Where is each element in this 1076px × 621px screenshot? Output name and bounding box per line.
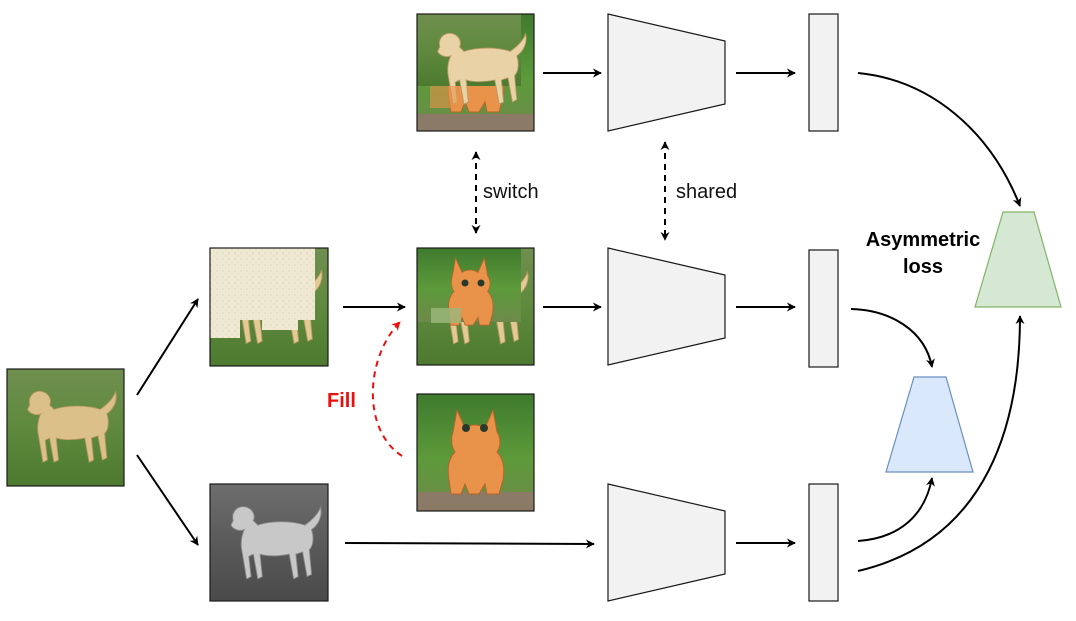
encoder-middle (607, 247, 726, 366)
predictor-head (885, 376, 974, 473)
masked-dog-image (209, 247, 329, 367)
filled-image (416, 247, 535, 366)
feature-top (808, 13, 839, 132)
encoder-top (607, 13, 726, 132)
asymmetric-loss-label-line2: loss (903, 256, 943, 278)
fill-arrow (371, 321, 403, 457)
switch-label: switch (483, 181, 539, 203)
loss-head (974, 211, 1062, 308)
feature-middle (808, 249, 839, 368)
cat-source-image (416, 393, 535, 512)
fill-label: Fill (327, 390, 356, 412)
shared-label: shared (676, 181, 737, 203)
input-dog-image (6, 368, 125, 487)
switched-image (416, 13, 535, 132)
arrows (136, 68, 1025, 572)
feature-bottom (808, 483, 839, 602)
asymmetric-loss-label-line1: Asymmetric (866, 229, 981, 251)
encoder-bottom (607, 483, 726, 602)
grayscale-dog-image (209, 483, 329, 602)
